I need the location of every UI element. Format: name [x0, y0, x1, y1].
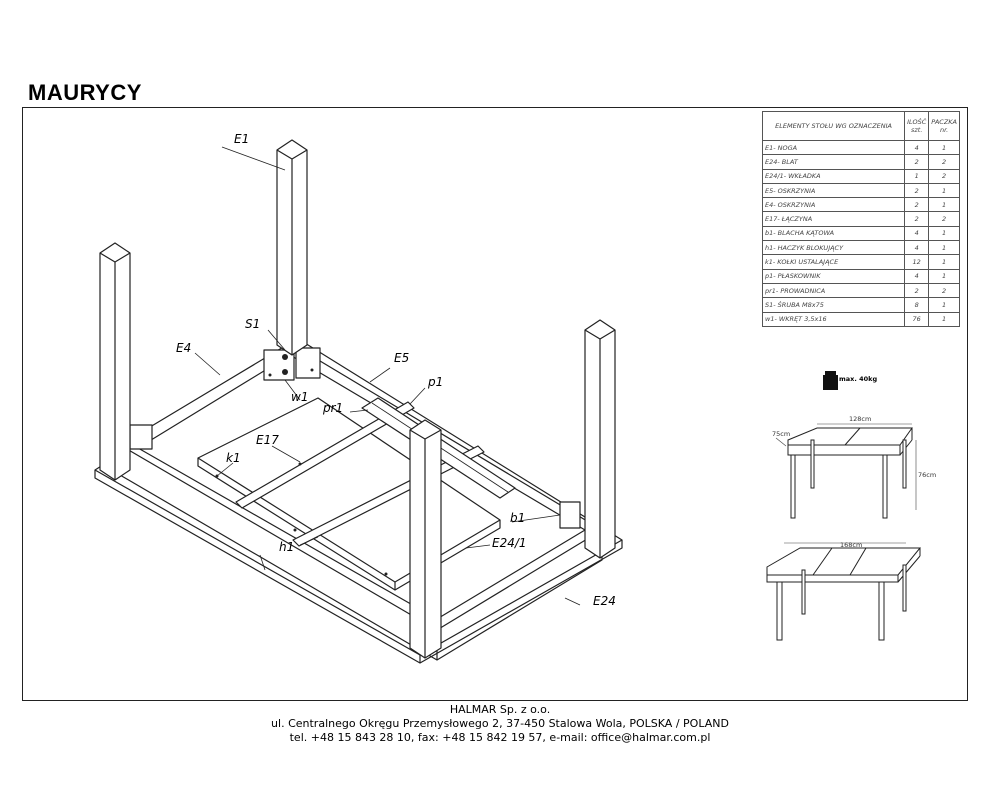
part-package: 2	[928, 282, 960, 299]
part-name: pr1- PROWADNICA	[761, 282, 906, 299]
col-header-package: PACZKA nr.	[928, 111, 960, 141]
weight-icon	[823, 371, 838, 390]
label-e24: E24	[593, 594, 616, 608]
part-qty: 2	[904, 154, 930, 170]
dim-depth: 75cm	[772, 430, 790, 438]
drawing-frame	[22, 107, 968, 701]
part-package: 1	[928, 197, 960, 213]
part-package: 1	[928, 139, 960, 156]
part-name: E24/1- WKŁADKA	[761, 168, 906, 184]
part-name: w1- WKRĘT 3,5x16	[761, 311, 906, 327]
product-title: MAURYCY	[28, 80, 142, 105]
part-package: 1	[928, 254, 960, 270]
max-load: max. 40kg	[839, 375, 877, 383]
dim-extended-length: 168cm	[840, 541, 862, 549]
part-package: 1	[928, 311, 960, 327]
part-qty: 4	[904, 268, 930, 284]
part-package: 1	[928, 182, 960, 199]
label-p1: p1	[427, 375, 443, 389]
part-package: 1	[928, 225, 960, 242]
label-e4: E4	[176, 341, 191, 355]
part-package: 1	[928, 268, 960, 284]
label-h1: h1	[279, 540, 294, 554]
footer-contact: tel. +48 15 843 28 10, fax: +48 15 842 1…	[289, 731, 711, 744]
label-s1: S1	[245, 317, 260, 331]
col-header-element: ELEMENTY STOŁU WG OZNACZENIA	[761, 111, 906, 141]
part-package: 1	[928, 297, 960, 313]
label-pr1: pr1	[322, 401, 343, 415]
part-package: 2	[928, 154, 960, 170]
part-package: 1	[928, 240, 960, 256]
parts-table: ELEMENTY STOŁU WG OZNACZENIA ILOŚĆ szt. …	[761, 111, 960, 327]
label-e5: E5	[394, 351, 409, 365]
part-qty: 4	[904, 240, 930, 256]
part-qty: 1	[904, 168, 930, 184]
part-qty: 12	[904, 254, 930, 270]
part-name: E24- BLAT	[761, 154, 906, 170]
label-w1: w1	[291, 390, 308, 404]
part-qty: 2	[904, 282, 930, 299]
part-name: b1- BLACHA KĄTOWA	[761, 225, 906, 242]
label-b1: b1	[510, 511, 525, 525]
part-name: k1- KOŁKI USTALAJĄCE	[761, 254, 906, 270]
part-name: E4- OSKRZYNIA	[761, 197, 906, 213]
col-header-qty: ILOŚĆ szt.	[904, 111, 930, 141]
part-qty: 4	[904, 139, 930, 156]
part-package: 2	[928, 211, 960, 227]
label-e24-1: E24/1	[492, 536, 527, 550]
part-name: p1- PŁASKOWNIK	[761, 268, 906, 284]
part-name: E17- ŁĄCZYNA	[761, 211, 906, 227]
label-e17: E17	[256, 433, 279, 447]
dim-length: 128cm	[849, 415, 871, 423]
part-name: S1- ŚRUBA M8x75	[761, 297, 906, 313]
label-e1: E1	[234, 132, 249, 146]
part-qty: 76	[904, 311, 930, 327]
footer-address: ul. Centralnego Okręgu Przemysłowego 2, …	[271, 717, 729, 730]
part-qty: 2	[904, 211, 930, 227]
part-qty: 8	[904, 297, 930, 313]
footer-company: HALMAR Sp. z o.o.	[449, 703, 551, 716]
label-k1: k1	[226, 451, 241, 465]
part-qty: 2	[904, 197, 930, 213]
parts-table-header: ELEMENTY STOŁU WG OZNACZENIA ILOŚĆ szt. …	[761, 111, 960, 141]
part-name: h1- HACZYK BLOKUJĄCY	[761, 240, 906, 256]
part-name: E1- NOGA	[761, 139, 906, 156]
part-name: E5- OSKRZYNIA	[761, 182, 906, 199]
part-qty: 2	[904, 182, 930, 199]
part-package: 2	[928, 168, 960, 184]
part-qty: 4	[904, 225, 930, 242]
dim-height: 76cm	[918, 471, 936, 479]
